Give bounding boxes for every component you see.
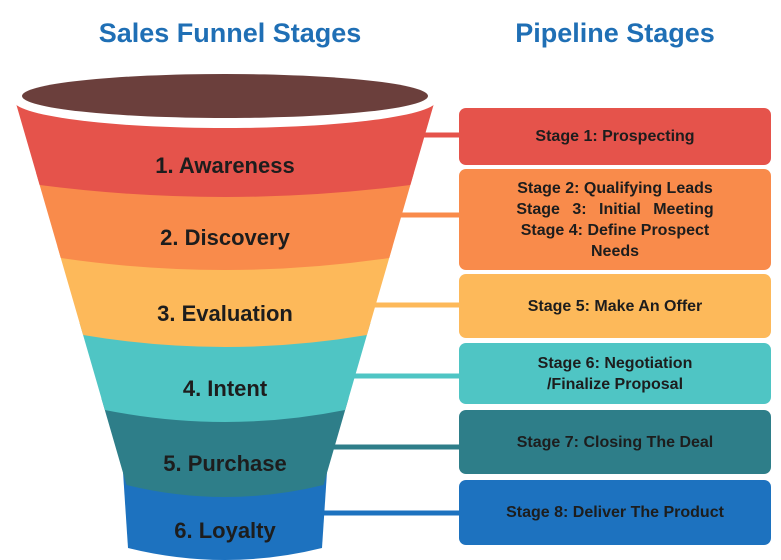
funnel-band-6	[123, 473, 327, 560]
pipeline-title: Pipeline Stages	[515, 18, 715, 48]
funnel-label-intent: 4. Intent	[183, 376, 268, 401]
funnel-label-purchase: 5. Purchase	[163, 451, 287, 476]
pipeline-text: Stage 3: Initial Meeting	[516, 200, 714, 218]
funnel-band-2	[36, 173, 414, 270]
pipeline-text: Stage 2: Qualifying Leads	[517, 179, 713, 197]
pipeline-stage-6: Stage 6: Negotiation /Finalize Proposal	[459, 343, 771, 404]
funnel-label-awareness: 1. Awareness	[155, 153, 294, 178]
pipeline-text: Stage 1: Prospecting	[535, 128, 695, 145]
pipeline-stage-8: Stage 8: Deliver The Product	[459, 480, 771, 545]
pipeline-text: Stage 8: Deliver The Product	[506, 504, 724, 521]
pipeline-stage-7: Stage 7: Closing The Deal	[459, 410, 771, 474]
pipeline-stage-1: Stage 1: Prospecting	[459, 108, 771, 165]
funnel-label-evaluation: 3. Evaluation	[157, 301, 293, 326]
pipeline-text: /Finalize Proposal	[546, 375, 684, 393]
pipeline-text: Stage 4: Define Prospect	[520, 221, 710, 239]
pipeline-text: Stage 5: Make An Offer	[527, 297, 703, 315]
pipeline-text: Needs	[590, 242, 640, 260]
pipeline-text: Stage 7: Closing The Deal	[516, 433, 714, 451]
pipeline-stages-2-4: Stage 2: Qualifying Leads Stage 3: Initi…	[459, 169, 771, 270]
funnel-opening	[22, 74, 428, 118]
pipeline-text: Stage 6: Negotiation	[537, 354, 693, 372]
funnel-band-3	[57, 246, 393, 347]
funnel-label-discovery: 2. Discovery	[160, 225, 290, 250]
funnel-label-loyalty: 6. Loyalty	[174, 518, 276, 543]
funnel-band-5	[101, 398, 349, 497]
pipeline-stage-5: Stage 5: Make An Offer	[459, 274, 771, 338]
sales-funnel-title: Sales Funnel Stages	[98, 18, 362, 48]
funnel-band-4	[79, 323, 371, 422]
